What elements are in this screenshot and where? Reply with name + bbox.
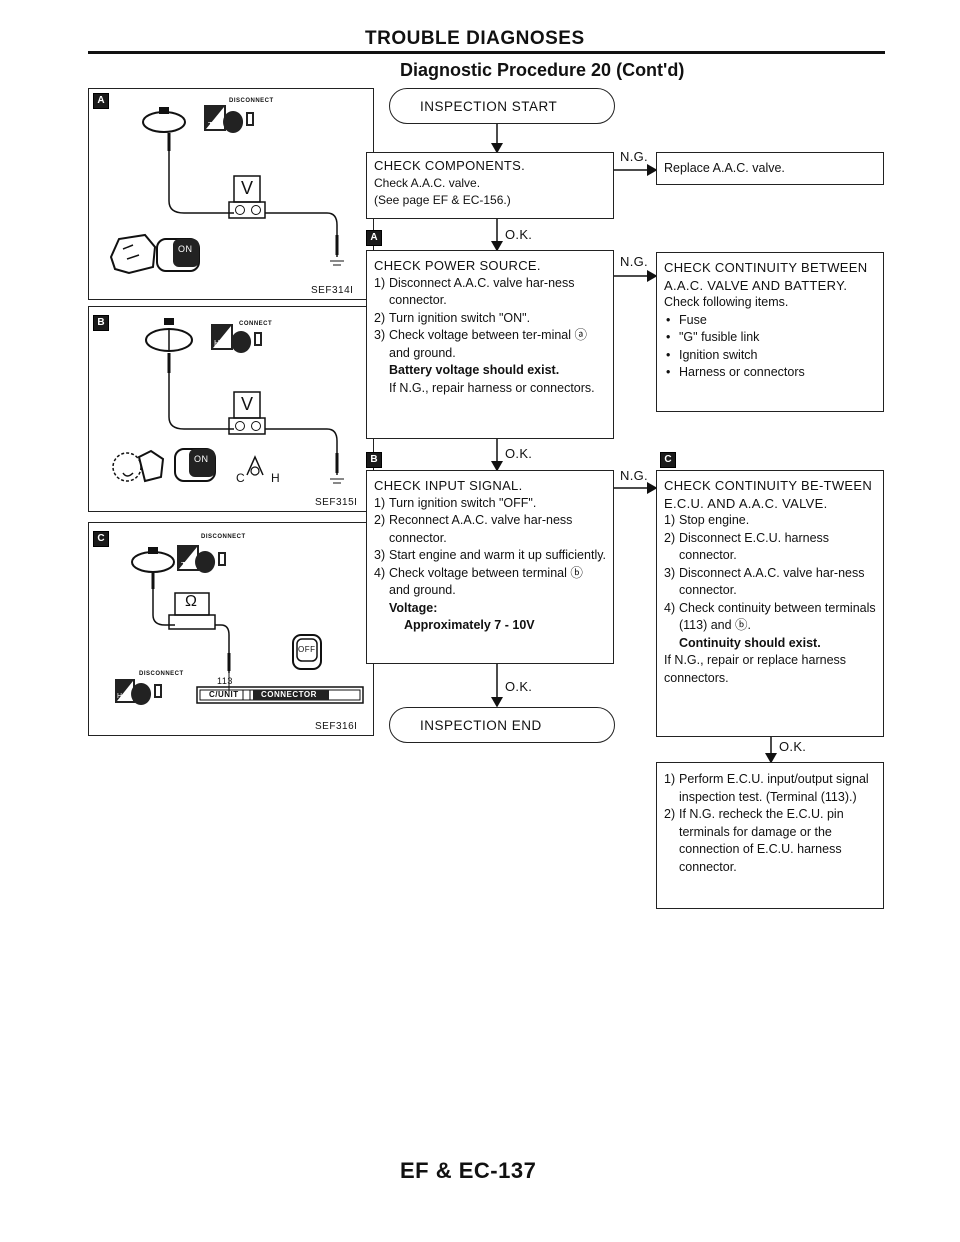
step-item: 3)Start engine and warm it up sufficient… — [374, 548, 607, 562]
final-item: 2)If N.G. recheck the E.C.U. pin termina… — [664, 807, 844, 874]
step-badge-a: A — [366, 230, 382, 246]
step-item: 1)Turn ignition switch "OFF". — [374, 495, 537, 510]
mode-tag: T.S — [208, 121, 222, 130]
check-continuity-ecu-aac: CHECK CONTINUITY BE-TWEEN E.C.U. AND A.A… — [656, 470, 884, 737]
spec-text: Battery voltage should exist. — [389, 363, 560, 377]
switch-label: ON — [178, 244, 193, 254]
mode-tag: H.S — [214, 339, 229, 348]
diagram-panel-a: A DISCONNECT T.S V ON SEF314I — [88, 88, 374, 300]
figure-caption: SEF316I — [315, 721, 358, 732]
step-line: Check A.A.C. valve. — [374, 175, 481, 190]
step-title: CHECK INPUT SIGNAL. — [374, 478, 523, 493]
step-badge-b: B — [366, 452, 382, 468]
terminal-number: 113 — [217, 676, 233, 686]
switch-label: OFF — [298, 645, 316, 654]
replace-aac-valve-box: Replace A.A.C. valve. — [656, 152, 884, 185]
step-note: If N.G., repair harness or connectors. — [389, 380, 595, 395]
perform-ecu-inspection-box: 1)Perform E.C.U. input/output signal ins… — [656, 762, 884, 909]
connector-label: CONNECTOR — [261, 690, 317, 699]
page-number: EF & EC-137 — [400, 1158, 537, 1183]
diagram-label-disconnect: DISCONNECT — [201, 534, 246, 540]
ok-label: O.K. — [779, 739, 807, 754]
step-check-power-source: CHECK POWER SOURCE. 1)Disconnect A.A.C. … — [366, 250, 614, 439]
meter-label: V — [241, 394, 254, 414]
meter-label: V — [241, 178, 254, 198]
check-item: Fuse — [664, 312, 876, 330]
figure-caption: SEF314I — [311, 285, 354, 296]
step-item: 2)Turn ignition switch "ON". — [374, 310, 531, 325]
ng-label: N.G. — [620, 149, 648, 164]
step-badge-c: C — [660, 452, 676, 468]
mode-tag-bottom: H.S — [117, 693, 131, 700]
step-title: CHECK POWER SOURCE. — [374, 258, 541, 273]
figure-caption: SEF315I — [315, 497, 358, 508]
meter-label: Ω — [185, 593, 198, 610]
check-item: Harness or connectors — [664, 364, 876, 382]
diagram-label-connect: CONNECT — [239, 321, 273, 327]
step-check-input-signal: CHECK INPUT SIGNAL. 1)Turn ignition swit… — [366, 470, 614, 664]
connector-label-cunit: C/UNIT — [209, 690, 239, 699]
ng-label: N.G. — [620, 468, 648, 483]
step-check-components: CHECK COMPONENTS. Check A.A.C. valve. (S… — [366, 152, 614, 219]
step-title: CHECK COMPONENTS. — [374, 158, 526, 173]
check-item: 4)Check continuity between terminals (11… — [664, 600, 876, 633]
header-rule — [88, 51, 885, 54]
spec-text: Continuity should exist. — [679, 635, 821, 650]
check-continuity-aac-battery: CHECK CONTINUITY BETWEEN A.A.C. VALVE AN… — [656, 252, 884, 412]
ok-label: O.K. — [505, 446, 533, 461]
panel-badge-c: C — [93, 531, 109, 547]
check-item: 3)Disconnect A.A.C. valve har-ness conne… — [664, 565, 865, 598]
check-item: 2)Disconnect E.C.U. harness connector. — [664, 530, 830, 563]
voltmeter-diagram-b — [112, 318, 344, 484]
box-title: CHECK CONTINUITY BE-TWEEN E.C.U. AND A.A… — [664, 478, 873, 511]
action-text: Replace A.A.C. valve. — [664, 161, 785, 175]
step-item: 3)Check voltage between ter-minal ⓐ and … — [374, 328, 588, 360]
temperature-scale-label: C H — [236, 471, 281, 485]
diagram-label-disconnect: DISCONNECT — [229, 98, 274, 104]
inspection-end: INSPECTION END — [389, 707, 615, 743]
ng-label: N.G. — [620, 254, 648, 269]
step-line: (See page EF & EC-156.) — [374, 193, 511, 207]
check-item: Ignition switch — [664, 347, 876, 365]
section-header: TROUBLE DIAGNOSES — [365, 28, 585, 49]
inspection-start: INSPECTION START — [389, 88, 615, 124]
switch-label: ON — [194, 454, 209, 464]
box-intro: Check following items. — [664, 295, 789, 309]
final-item: 1)Perform E.C.U. input/output signal ins… — [664, 772, 869, 804]
box-note: If N.G., repair or replace harness conne… — [664, 653, 847, 685]
voltmeter-diagram-a — [109, 105, 344, 275]
step-item: 1)Disconnect A.A.C. valve har-ness conne… — [374, 275, 575, 308]
panel-badge-b: B — [93, 315, 109, 331]
voltage-label: Voltage: — [389, 600, 438, 615]
voltage-value: Approximately 7 - 10V — [404, 618, 535, 632]
ohmmeter-diagram-c — [115, 545, 364, 705]
mode-tag: T.S — [181, 561, 195, 570]
check-item: 1)Stop engine. — [664, 513, 750, 527]
check-item: "G" fusible link — [664, 329, 876, 347]
page-title: Diagnostic Procedure 20 (Cont'd) — [400, 60, 685, 80]
box-title: CHECK CONTINUITY BETWEEN A.A.C. VALVE AN… — [664, 260, 868, 293]
step-item: 4)Check voltage between terminal ⓑ and g… — [374, 565, 583, 598]
ok-label: O.K. — [505, 227, 533, 242]
diagram-label-disconnect-bottom: DISCONNECT — [139, 671, 184, 677]
ok-label: O.K. — [505, 679, 533, 694]
step-item: 2)Reconnect A.A.C. valve har-ness connec… — [374, 513, 573, 545]
panel-badge-a: A — [93, 93, 109, 109]
diagram-panel-b: B CONNECT H.S V ON C H SEF315I — [88, 306, 374, 512]
